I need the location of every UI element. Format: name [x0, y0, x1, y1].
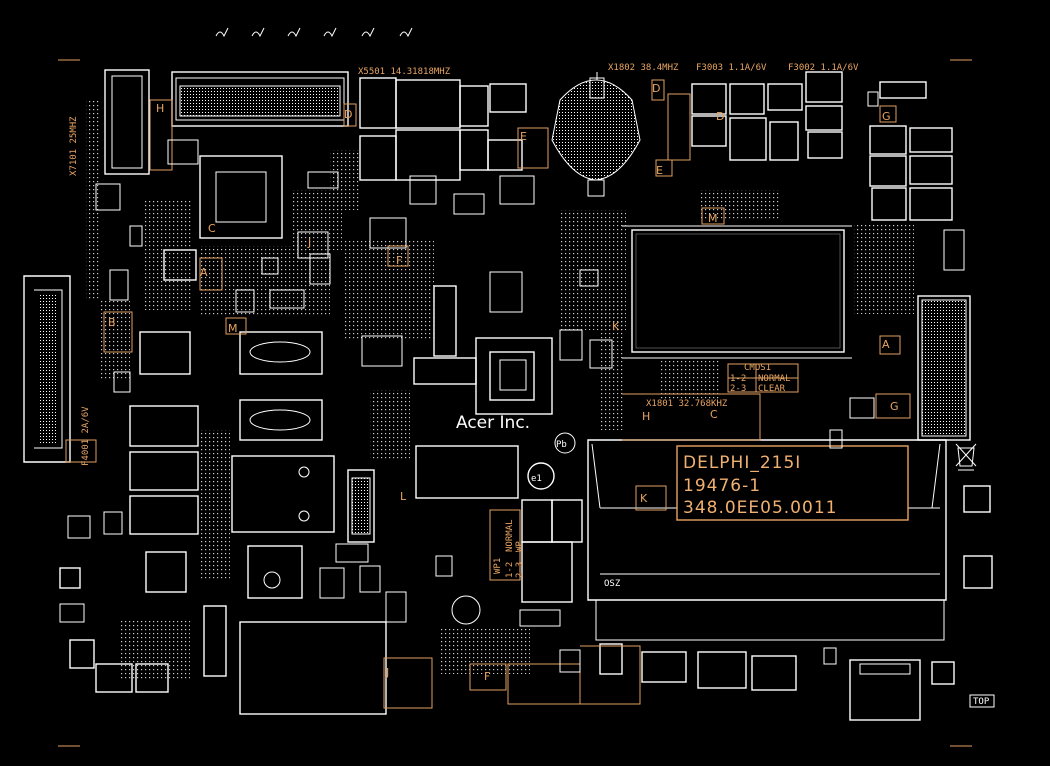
zone-letter: J — [307, 236, 311, 249]
zone-letter: C — [710, 408, 718, 421]
misc-small-components — [59, 91, 965, 673]
zone-letter: F — [484, 670, 490, 683]
top-ffc-connector — [171, 71, 349, 127]
zone-letter: J — [385, 666, 389, 679]
crystal-x5501-label: X5501 14.31818MHZ — [358, 67, 451, 77]
zone-letters: H D E D E M G A G C H K K A M B J F F L … — [108, 82, 899, 683]
svg-text:Pb: Pb — [556, 440, 567, 450]
zone-letter: G — [882, 110, 891, 123]
weee-bin-icon — [955, 443, 977, 471]
zone-letter: H — [642, 410, 650, 423]
wp-title: WP1 — [493, 558, 503, 574]
crystal-x1801-label: X1801 32.768KHZ — [646, 399, 728, 409]
wp-row-1-mode: NORMAL — [505, 519, 515, 552]
zone-letter: B — [108, 316, 116, 329]
power-mosfet-cluster — [359, 77, 527, 181]
assembly-outlines — [65, 79, 911, 709]
e1-mark: e1 — [527, 462, 555, 490]
zone-letter: E — [520, 130, 527, 143]
board-outline — [58, 59, 972, 747]
board-part-number: 348.0EE05.0011 — [683, 498, 837, 518]
fuse-f3002-label: F3002 1.1A/6V — [788, 63, 859, 73]
svg-text:e1: e1 — [531, 474, 542, 484]
center-chipset — [203, 285, 583, 677]
left-io-connector — [23, 275, 71, 463]
left-center-ics — [129, 155, 387, 715]
cmos-row-1-mode: NORMAL — [758, 374, 791, 384]
crystal-x7101-label: X7101 25MHZ — [69, 116, 79, 176]
zone-letter: L — [400, 490, 407, 503]
zone-letter: A — [200, 266, 208, 279]
board-revision: 19476-1 — [683, 476, 761, 496]
top-edge-marks — [215, 27, 413, 38]
zone-letter: M — [228, 322, 238, 335]
zone-letter: K — [612, 320, 620, 333]
osz-mark: OSZ — [604, 579, 621, 589]
board-model-name: DELPHI_215I — [683, 453, 801, 473]
cpu-socket-outline — [622, 225, 852, 359]
wp-row-1-pins: 1-2 — [505, 562, 515, 578]
cmos-row-2-pins: 2-3 — [730, 384, 746, 394]
zone-letter: K — [640, 492, 648, 505]
zone-letter: F — [396, 254, 402, 267]
zone-letter: H — [156, 102, 164, 115]
zone-letter: C — [208, 222, 216, 235]
zone-letter: D — [344, 108, 352, 121]
right-top-chips — [667, 71, 953, 221]
cmos-jumper-table: CMOS1 1-2 NORMAL 2-3 CLEAR — [730, 363, 791, 394]
component-pad-fields — [86, 100, 914, 680]
zone-letter: D — [652, 82, 660, 95]
cmos-row-1-pins: 1-2 — [730, 374, 746, 384]
fuse-f4001-label: F4001 2A/6V — [81, 406, 91, 466]
top-left-header — [104, 69, 150, 175]
vendor-mark: Acer Inc. — [456, 413, 530, 433]
wp-jumper-table: WP1 1-2 NORMAL 2-3 WP — [493, 519, 525, 578]
zone-letter: M — [708, 212, 718, 225]
cmos-row-2-mode: CLEAR — [758, 384, 786, 394]
wp-row-2-pins: 2-3 — [515, 562, 525, 578]
pb-mark: Pb — [554, 432, 576, 454]
zone-letter: E — [656, 164, 663, 177]
right-edge-connector — [917, 295, 971, 441]
zone-letter: D — [716, 110, 724, 123]
svg-text:TOP: TOP — [973, 697, 990, 707]
top-mark: TOP — [969, 694, 995, 708]
fuse-f3003-label: F3003 1.1A/6V — [696, 63, 767, 73]
cmos-title: CMOS1 — [744, 363, 771, 373]
part-number-block: DELPHI_215I 19476-1 348.0EE05.0011 — [676, 445, 909, 521]
wp-row-2-mode: WP — [515, 541, 525, 552]
crystal-x1802-label: X1802 38.4MHZ — [608, 63, 679, 73]
zone-letter: A — [882, 338, 890, 351]
rtc-coin-battery — [551, 72, 641, 197]
bottom-connectors — [59, 485, 993, 721]
zone-letter: G — [890, 400, 899, 413]
